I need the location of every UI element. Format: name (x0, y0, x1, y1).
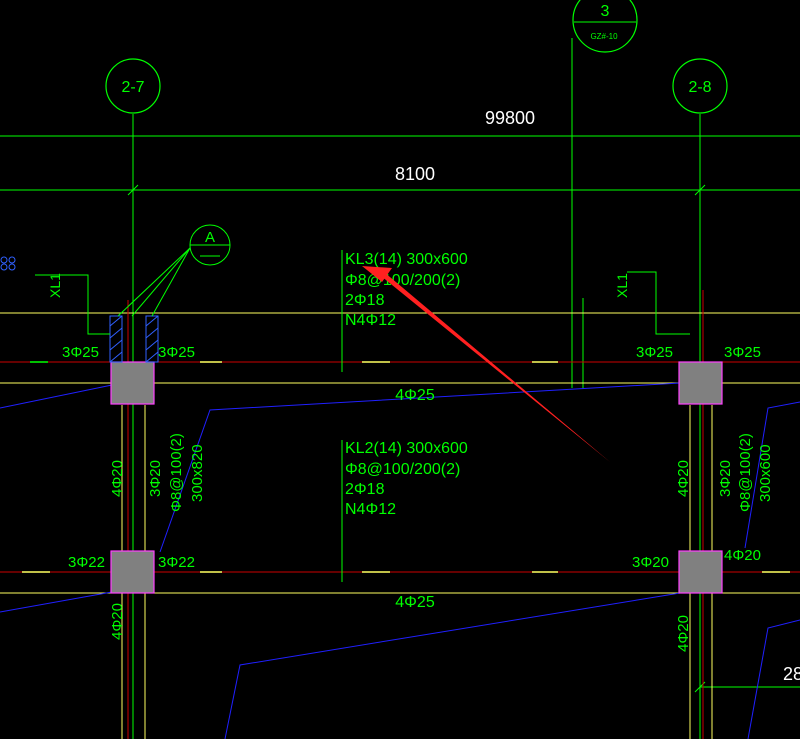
right-top-left-rebar: 3Φ25 (636, 344, 673, 361)
left-vertical-bottom-rebar: 4Φ20 (109, 603, 126, 640)
column-left-mid[interactable] (110, 550, 155, 594)
axis-bubble-2-8: 2-8 (672, 58, 728, 114)
left-mid-right-rebar: 3Φ22 (158, 554, 195, 571)
hatch-stroke (145, 339, 159, 351)
rebar-hatch-box-a (109, 315, 123, 363)
hatch-stroke (145, 351, 159, 363)
axis-bubble-circle (672, 58, 728, 114)
kl2-name-size: KL2(14) 300x600 (345, 440, 468, 457)
detail-callout-a (117, 224, 231, 317)
detail-leader-2 (131, 247, 191, 317)
dim-tick-left (127, 184, 139, 196)
detail-label-a: A (205, 229, 215, 246)
columns (110, 361, 723, 594)
detail-leader-3 (151, 247, 191, 317)
right-top-right-rebar: 3Φ25 (724, 344, 761, 361)
clipped-symbol (8, 263, 16, 271)
left-top-left-rebar: 3Φ25 (62, 344, 99, 361)
red-arrow-head (362, 266, 392, 282)
right-vertical-top-rebar: 4Φ20 (675, 460, 692, 497)
dimension-overall: 99800 (485, 108, 535, 128)
hatch-stroke (145, 315, 159, 327)
right-column-labels: 3Φ25 3Φ25 3Φ20 4Φ20 4Φ20 3Φ20 Φ8@100(2) … (632, 344, 774, 652)
xl1-label-right: XL1 (614, 273, 630, 298)
red-arrow-annotation (362, 266, 610, 462)
column-left-top[interactable] (110, 361, 155, 405)
slab-line-center-bottom (224, 592, 681, 739)
axis-label-3: 3 (601, 3, 610, 20)
dimension-span: 8100 (395, 164, 435, 184)
axis-bubble-circle (572, 0, 638, 53)
column-right-mid[interactable] (678, 550, 723, 594)
kl3-name-size: KL3(14) 300x600 (345, 251, 468, 268)
axis-bubble-2-7: 2-7 (105, 58, 161, 114)
slab-line-right-bottom (747, 619, 800, 739)
beam-dash-marks (22, 361, 790, 573)
right-vertical-size: 300x600 (757, 444, 774, 502)
left-mid-left-rebar: 3Φ22 (68, 554, 105, 571)
clipped-symbol (0, 256, 8, 264)
column-right-top[interactable] (678, 361, 723, 405)
left-vertical-top-rebar: 4Φ20 (109, 460, 126, 497)
axis-grid (0, 38, 800, 739)
slab-edge-lines (0, 382, 800, 739)
xl1-leaders (35, 271, 690, 335)
kl3-side-rebar: N4Φ12 (345, 312, 396, 329)
axis-label-2-8: 2-8 (688, 79, 711, 96)
axis-label-2-7: 2-7 (121, 79, 144, 96)
detail-leader-1 (117, 247, 191, 317)
left-vertical-stirrup: Φ8@100(2) (168, 433, 185, 512)
right-mid-left-rebar: 3Φ20 (632, 554, 669, 571)
left-vertical-mid-rebar: 3Φ20 (147, 460, 164, 497)
axis-bubble-circle (105, 58, 161, 114)
kl2-stirrup: Φ8@100/200(2) (345, 461, 460, 478)
axis-label-3-sub: GZ#-10 (590, 32, 618, 41)
kl2-bottom-rebar: 4Φ25 (395, 594, 435, 611)
clipped-symbol (8, 256, 16, 264)
dimension-right-clipped: 28 (783, 664, 800, 684)
xl1-leader-right (627, 271, 690, 335)
kl2-top-rebar: 2Φ18 (345, 481, 385, 498)
hatch-stroke (109, 351, 123, 363)
slab-line-center-top (159, 382, 681, 553)
slab-line-left-top (0, 384, 113, 409)
right-mid-right-rebar: 4Φ20 (724, 547, 761, 564)
slab-line-right-top (744, 401, 800, 549)
left-top-right-rebar: 3Φ25 (158, 344, 195, 361)
xl1-label-left: XL1 (47, 273, 63, 298)
clipped-symbol (0, 263, 8, 271)
right-vertical-mid-rebar: 3Φ20 (717, 460, 734, 497)
right-vertical-bottom-rebar: 4Φ20 (675, 615, 692, 652)
kl2-annotation: KL2(14) 300x600 Φ8@100/200(2) 2Φ18 N4Φ12 (345, 440, 468, 518)
dim-tick-right (694, 184, 706, 196)
red-arrow-shaft (381, 272, 610, 462)
kl3-bottom-rebar: 4Φ25 (395, 387, 435, 404)
kl3-annotation: KL3(14) 300x600 Φ8@100/200(2) 2Φ18 N4Φ12 (345, 251, 468, 329)
slab-line-left-bottom (0, 591, 113, 613)
left-vertical-size: 300x820 (189, 444, 206, 502)
kl3-stirrup: Φ8@100/200(2) (345, 272, 460, 289)
kl3-top-rebar: 2Φ18 (345, 292, 385, 309)
hatch-stroke (109, 327, 123, 339)
hatch-stroke (145, 327, 159, 339)
xl1-leader-left (35, 274, 110, 335)
axis-bubble-3: 3 GZ#-10 (572, 0, 638, 53)
kl2-side-rebar: N4Φ12 (345, 501, 396, 518)
right-vertical-stirrup: Φ8@100(2) (737, 433, 754, 512)
hatch-stroke (109, 315, 123, 327)
hatch-stroke (109, 339, 123, 351)
left-column-labels: 3Φ25 3Φ25 3Φ22 3Φ22 4Φ20 3Φ20 Φ8@100(2) … (62, 344, 206, 640)
